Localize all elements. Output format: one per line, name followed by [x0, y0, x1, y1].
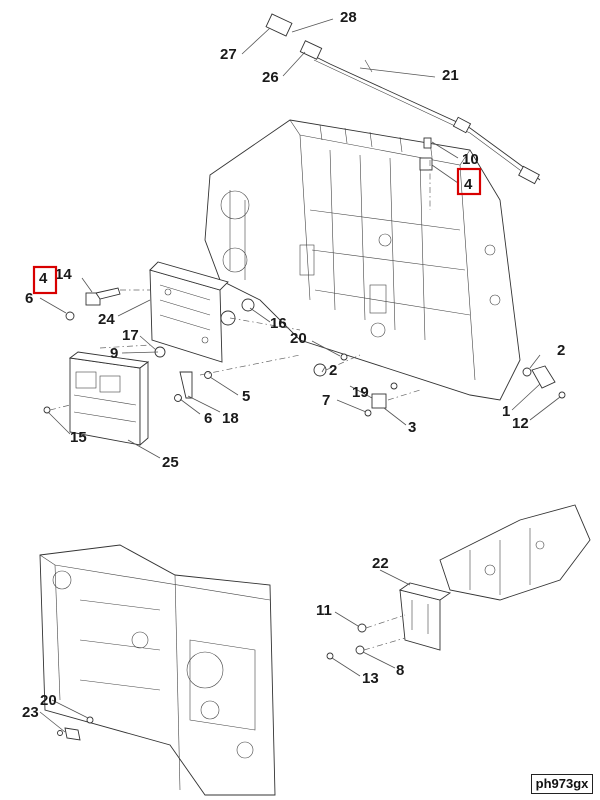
callout-19: 19: [352, 384, 369, 401]
highlight-box-left: [32, 265, 58, 295]
ecm-unit: [68, 351, 150, 446]
sensor-harness: [265, 13, 541, 185]
callout-6-upper: 6: [25, 290, 33, 307]
callout-13: 13: [362, 670, 379, 687]
engine-block-lower: [39, 544, 276, 796]
callout-4-right: 4: [464, 176, 473, 193]
callout-3: 3: [408, 419, 416, 436]
callout-14: 14: [55, 266, 72, 283]
callout-11: 11: [316, 602, 332, 619]
callout-28: 28: [340, 9, 357, 26]
callout-22: 22: [372, 555, 389, 572]
callout-16: 16: [270, 315, 287, 332]
callout-2-right: 2: [557, 342, 565, 359]
callout-26: 26: [262, 69, 279, 86]
callout-8: 8: [396, 662, 404, 679]
callout-6-lower: 6: [204, 410, 212, 427]
callout-1: 1: [502, 403, 510, 420]
callout-17: 17: [122, 327, 139, 344]
engine-block-upper: [204, 119, 521, 401]
assembly-centerlines: [49, 160, 431, 411]
highlight-box-right: [456, 167, 482, 196]
callout-27: 27: [220, 46, 237, 63]
callout-18: 18: [222, 410, 239, 427]
ecm-bracket: [149, 261, 236, 363]
callout-9: 9: [110, 345, 118, 362]
callout-25: 25: [162, 454, 179, 471]
callout-7: 7: [322, 392, 330, 409]
callout-15: 15: [70, 429, 87, 446]
callout-labels: 28 27 26 21 10 4 14 4 6 24 16 17 9 20 2 …: [22, 9, 565, 721]
callout-10: 10: [462, 151, 479, 168]
callout-4-left: 4: [39, 270, 48, 287]
callout-12: 12: [512, 415, 529, 432]
small-parts-upper: [43, 137, 566, 417]
callout-20-upper: 20: [290, 330, 307, 347]
callout-21: 21: [442, 67, 459, 84]
callout-24: 24: [98, 311, 115, 328]
leader-lines: [39, 18, 561, 733]
callout-20-lower: 20: [40, 692, 57, 709]
callout-2-center: 2: [329, 362, 337, 379]
callout-5: 5: [242, 388, 250, 405]
bracket-assembly: [326, 504, 591, 660]
callout-23: 23: [22, 704, 39, 721]
reference-code-label: ph973gx: [531, 774, 593, 794]
